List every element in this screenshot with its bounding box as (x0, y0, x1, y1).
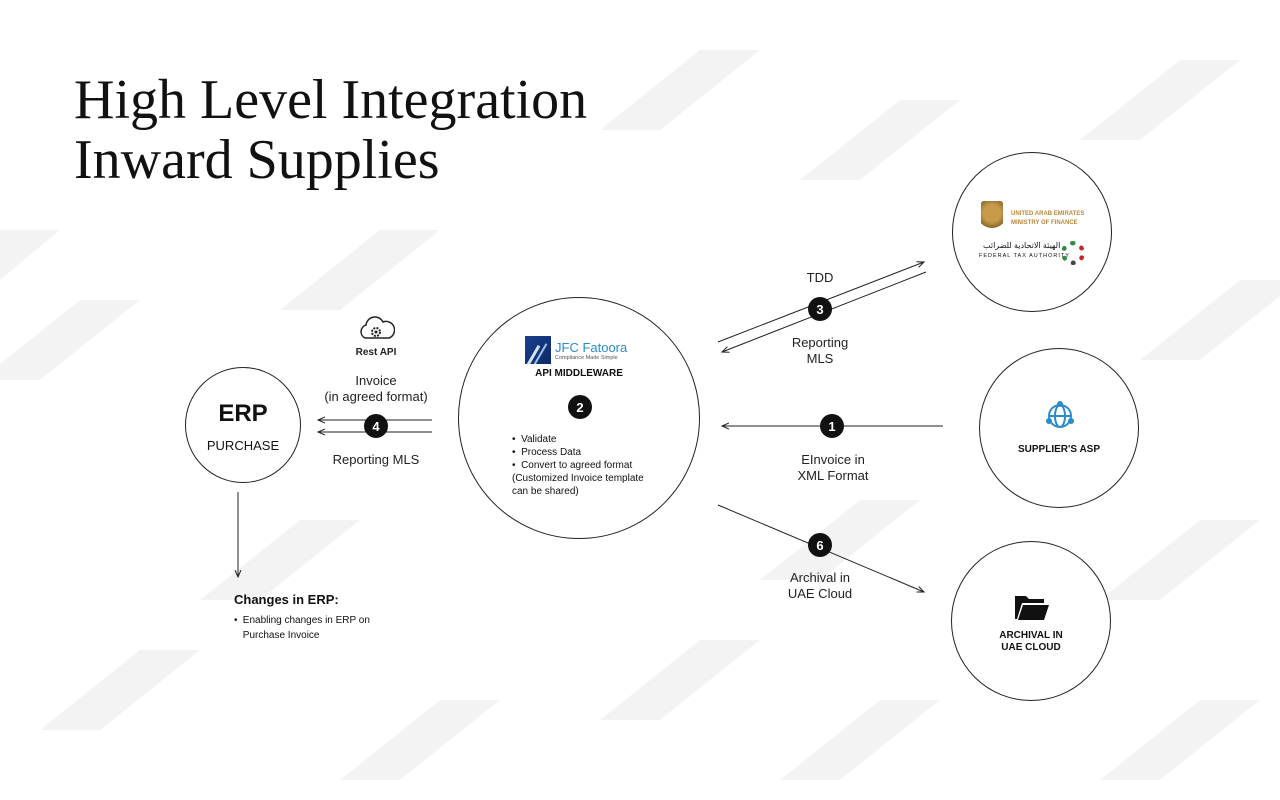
erp-changes-section: Changes in ERP: •Enabling changes in ERP… (234, 592, 394, 643)
archival-label: Archival in UAE Cloud (787, 570, 853, 601)
title-line-2: Inward Supplies (74, 129, 440, 191)
archival-node-label: ARCHIVAL IN UAE CLOUD (999, 630, 1063, 653)
uae-line-1: UNITED ARAB EMIRATES (1011, 211, 1085, 217)
step-text: Validate (521, 434, 557, 445)
folder-icon (1015, 596, 1049, 620)
page-title: High Level Integration Inward Supplies (74, 70, 587, 190)
middleware-steps: • Validate • Process Data • Convert to a… (512, 433, 662, 498)
step-6-badge: 6 (808, 533, 832, 557)
erp-changes-item: •Enabling changes in ERP on Purchase Inv… (234, 613, 394, 643)
tdd-label: TDD (806, 270, 834, 285)
step-3-badge: 3 (808, 297, 832, 321)
step-1-badge: 1 (820, 414, 844, 438)
step-text: Process Data (521, 447, 582, 458)
uae-emblem-icon (981, 201, 1003, 231)
fta-text: FEDERAL TAX AUTHORITY (979, 253, 1070, 259)
erp-subtitle: PURCHASE (206, 438, 280, 453)
step-2-badge: 2 (568, 395, 592, 419)
erp-changes-text: Enabling changes in ERP on Purchase Invo… (242, 615, 370, 641)
reporting-mls-left-label: Reporting MLS (332, 452, 420, 467)
supplier-asp-node: SUPPLIER'S ASP (979, 348, 1139, 508)
reporting-mls-right-label: Reporting MLS (791, 335, 849, 366)
rest-api-label: Rest API (355, 347, 397, 358)
step-item: • Convert to agreed format (512, 460, 633, 471)
erp-title: ERP (218, 400, 268, 427)
middleware-note: (Customized Invoice template can be shar… (512, 473, 644, 497)
step-item: • Process Data (512, 447, 582, 458)
erp-changes-title: Changes in ERP: (234, 592, 339, 607)
step-item: • Validate (512, 434, 557, 445)
invoice-label: Invoice (in agreed format) (324, 373, 428, 404)
supplier-asp-label: SUPPLIER'S ASP (1017, 444, 1101, 455)
title-line-1: High Level Integration (74, 69, 588, 131)
archival-node: ARCHIVAL IN UAE CLOUD (951, 541, 1111, 701)
fta-logo-icon (1061, 241, 1085, 265)
brand-name: JFC Fatoora (555, 339, 628, 355)
erp-node: ERP PURCHASE (185, 367, 301, 483)
uae-line-2: MINISTRY OF FINANCE (1011, 220, 1078, 226)
network-globe-icon (1046, 401, 1074, 428)
middleware-title: API MIDDLEWARE (535, 368, 623, 379)
cloud-gear-icon (357, 314, 396, 347)
fta-arabic: الهيئة الاتحادية للضرائب (983, 241, 1061, 250)
uae-ministry-text: UNITED ARAB EMIRATES MINISTRY OF FINANCE (1011, 210, 1084, 228)
brand-tagline: Compliance Made Simple (555, 354, 618, 361)
step-4-badge: 4 (364, 414, 388, 438)
einvoice-label: EInvoice in XML Format (797, 452, 869, 483)
step-text: Convert to agreed format (521, 460, 633, 471)
